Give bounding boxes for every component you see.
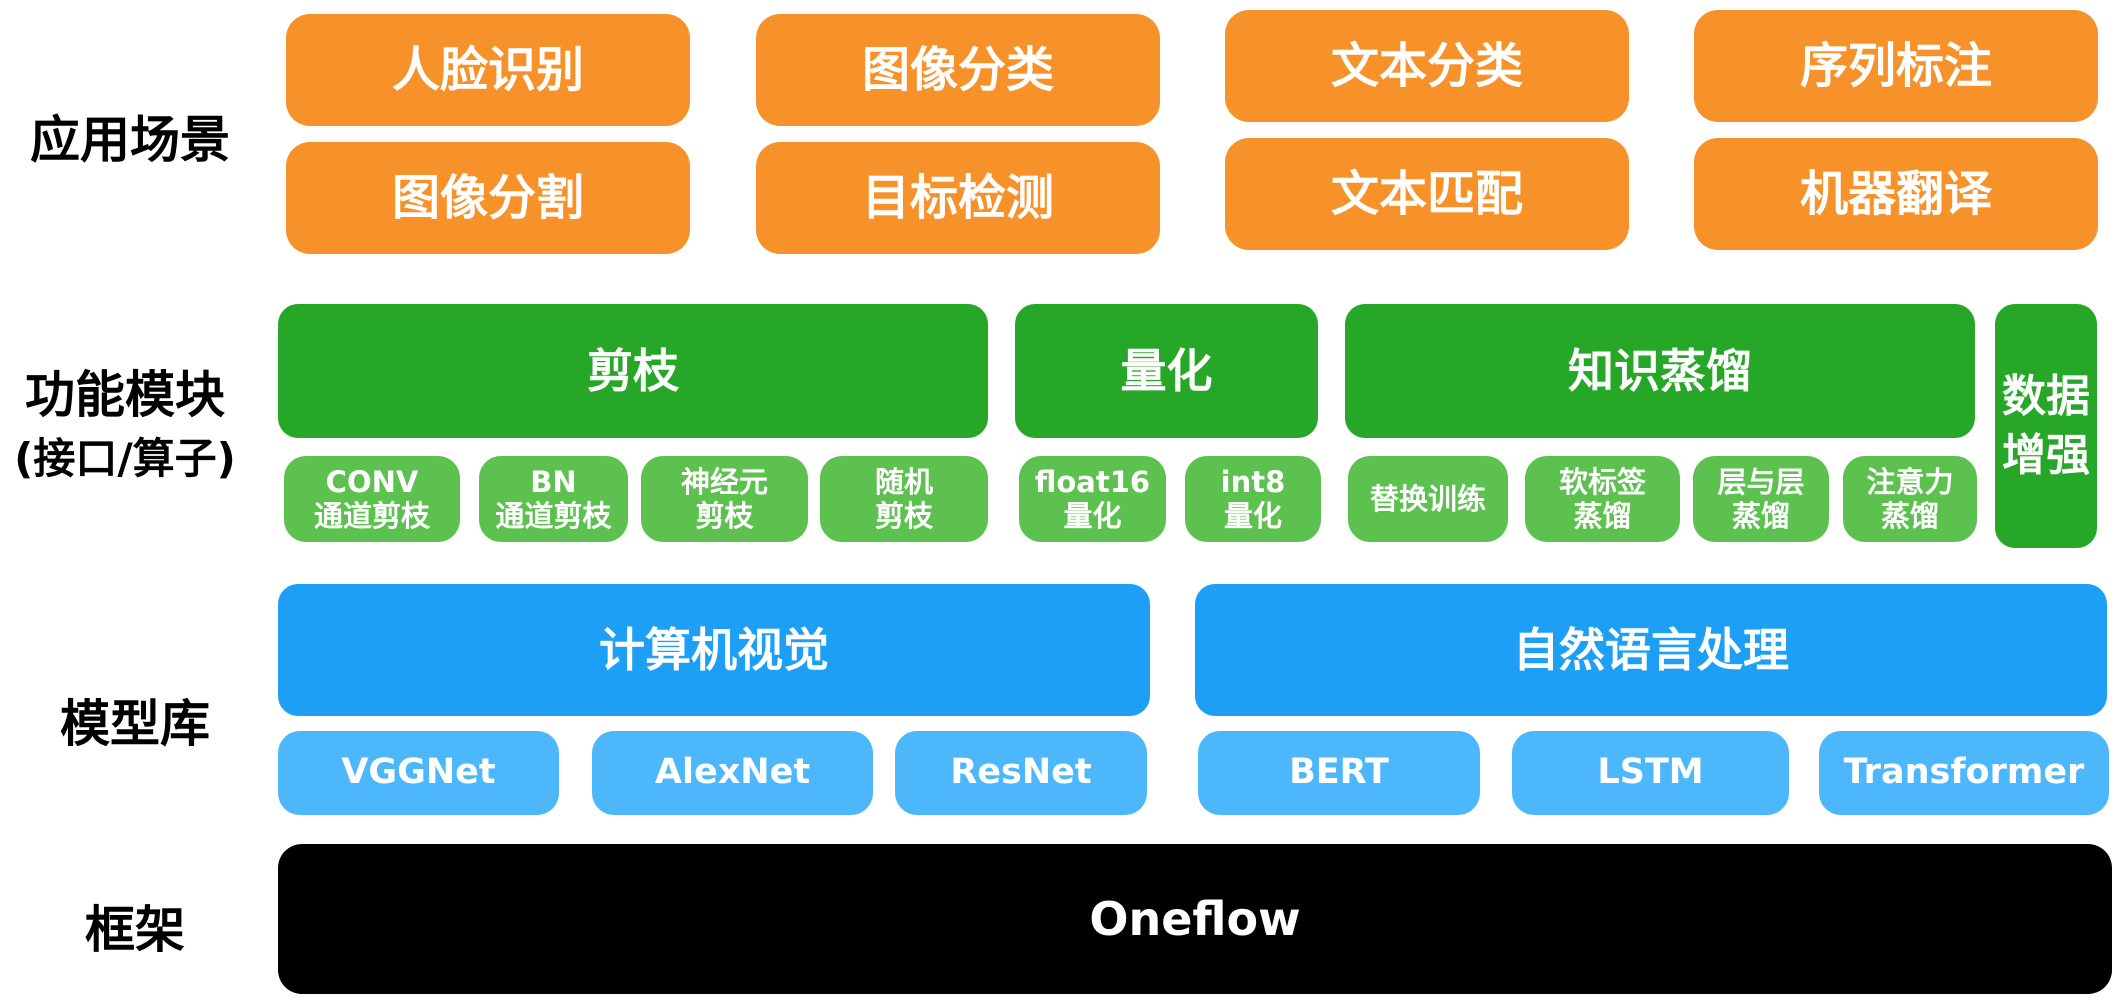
model-resnet: ResNet	[895, 731, 1147, 815]
submodule-attention-distillation: 注意力 蒸馏	[1843, 456, 1977, 542]
layer-label-modules: 功能模块	[25, 366, 225, 424]
submodule-neuron-pruning: 神经元 剪枝	[641, 456, 808, 542]
app-text-matching: 文本匹配	[1225, 138, 1629, 250]
submodule-float16-quantization: float16 量化	[1019, 456, 1166, 542]
framework-oneflow: Oneflow	[278, 844, 2112, 994]
app-image-classification: 图像分类	[756, 14, 1160, 126]
model-bert: BERT	[1198, 731, 1480, 815]
submodule-random-pruning: 随机 剪枝	[820, 456, 988, 542]
layer-sublabel-modules: (接口/算子)	[14, 434, 236, 483]
app-machine-translation: 机器翻译	[1694, 138, 2098, 250]
app-sequence-labeling: 序列标注	[1694, 10, 2098, 122]
layer-label-models: 模型库	[60, 695, 210, 753]
app-text-classification: 文本分类	[1225, 10, 1629, 122]
submodule-replacement-training: 替换训练	[1348, 456, 1508, 542]
model-natural-language-processing: 自然语言处理	[1195, 584, 2107, 716]
layer-label-framework: 框架	[85, 901, 185, 959]
submodule-conv-channel-pruning: CONV 通道剪枝	[284, 456, 460, 542]
app-face-recognition: 人脸识别	[286, 14, 690, 126]
model-alexnet: AlexNet	[592, 731, 873, 815]
submodule-soft-label-distillation: 软标签 蒸馏	[1525, 456, 1680, 542]
model-computer-vision: 计算机视觉	[278, 584, 1150, 716]
app-image-segmentation: 图像分割	[286, 142, 690, 254]
model-transformer: Transformer	[1819, 731, 2109, 815]
model-lstm: LSTM	[1512, 731, 1789, 815]
app-object-detection: 目标检测	[756, 142, 1160, 254]
submodule-int8-quantization: int8 量化	[1185, 456, 1321, 542]
module-quantization: 量化	[1015, 304, 1318, 438]
module-knowledge-distillation: 知识蒸馏	[1345, 304, 1975, 438]
model-vggnet: VGGNet	[278, 731, 559, 815]
submodule-bn-channel-pruning: BN 通道剪枝	[479, 456, 628, 542]
module-data-augmentation: 数据 增强	[1995, 304, 2097, 548]
submodule-layer-distillation: 层与层 蒸馏	[1693, 456, 1829, 542]
layer-label-applications: 应用场景	[30, 111, 230, 169]
module-pruning: 剪枝	[278, 304, 988, 438]
